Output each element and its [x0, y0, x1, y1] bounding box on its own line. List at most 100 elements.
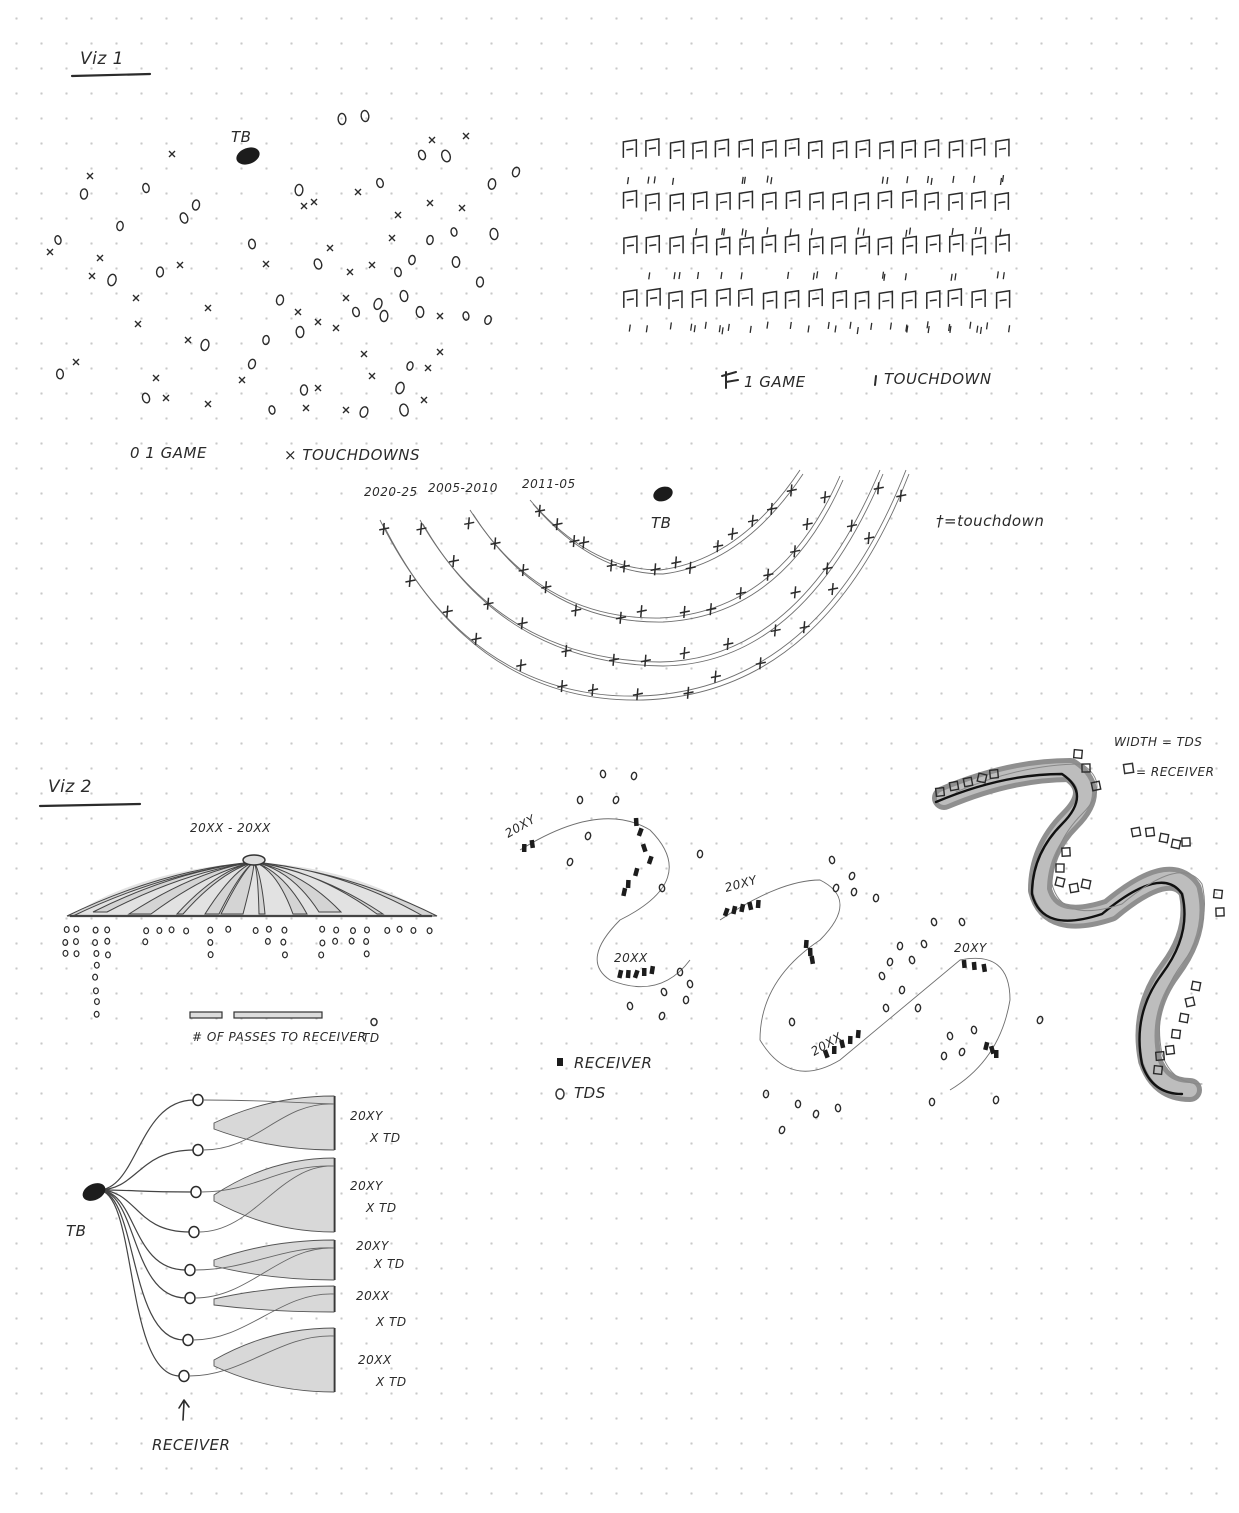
- touchdown-cross: [354, 188, 362, 196]
- touchdown-cross: [368, 261, 376, 269]
- receiver-tick: [640, 843, 648, 853]
- pass-band: [253, 861, 308, 915]
- touchdown-tick: [690, 323, 693, 331]
- td-dot: [92, 926, 99, 934]
- touchdown-plus: [650, 563, 661, 576]
- game-box: [646, 287, 661, 307]
- receiver-tick: [617, 969, 624, 979]
- receiver-mark-icon: [557, 1058, 563, 1066]
- receiver-square: [1068, 882, 1080, 894]
- game-circle: [275, 294, 285, 306]
- game-circle: [928, 1097, 936, 1107]
- grid-legend-td: TOUCHDOWN: [884, 370, 992, 388]
- era-arc: [419, 469, 881, 663]
- season-flow: [213, 1285, 335, 1313]
- td-dot: [93, 998, 100, 1006]
- td-dot: [207, 951, 214, 959]
- game-circle: [359, 406, 369, 418]
- touchdown-plus: [571, 604, 582, 617]
- touchdown-tick: [696, 271, 700, 280]
- game-box: [738, 190, 754, 210]
- touchdown-tick: [951, 227, 954, 235]
- touchdown-tick: [883, 273, 886, 281]
- td-dot: [396, 925, 403, 933]
- touchdown-plus: [640, 654, 652, 667]
- game-box: [715, 236, 731, 256]
- game-circle: [908, 955, 916, 965]
- game-circle: [426, 234, 434, 246]
- era-arc-shadow: [472, 479, 844, 623]
- era-arc: [469, 475, 841, 619]
- receiver-tick: [521, 843, 527, 853]
- game-circle: [373, 297, 383, 311]
- game-box: [692, 235, 708, 255]
- game-circle: [794, 1099, 802, 1109]
- td-dot: [62, 939, 69, 947]
- touchdown-tick: [906, 325, 909, 333]
- era-arc: [529, 469, 801, 571]
- receiver-tick: [961, 959, 967, 969]
- td-dot: [384, 926, 391, 934]
- game-circle: [116, 220, 124, 232]
- touchdown-tick: [834, 325, 837, 333]
- touchdown-plus: [464, 517, 475, 530]
- passes-bar-large-icon: [233, 1011, 323, 1019]
- game-circle: [79, 188, 89, 200]
- touchdown-tick: [1007, 325, 1011, 333]
- receiver-tick: [621, 887, 628, 897]
- game-circle: [958, 917, 966, 927]
- receiver-square: [1184, 996, 1196, 1008]
- game-box: [669, 235, 684, 255]
- game-circle: [475, 276, 485, 288]
- touchdown-plus: [471, 632, 482, 645]
- touchdown-plus: [561, 644, 572, 658]
- touchdown-plus: [766, 502, 778, 515]
- td-dot: [73, 925, 80, 933]
- pass-band: [220, 861, 255, 915]
- game-box: [901, 139, 917, 159]
- game-box: [762, 191, 777, 211]
- td-dot: [333, 926, 340, 934]
- touchdown-cross: [342, 406, 350, 414]
- receiver-tick: [649, 965, 656, 975]
- receiver-arrow-icon: [178, 1399, 190, 1421]
- pass-band: [253, 861, 266, 915]
- td-dot: [363, 938, 370, 946]
- game-box: [994, 192, 1010, 211]
- receiver-flow-line: [202, 1103, 335, 1151]
- touchdown-tick: [669, 322, 672, 330]
- td-dot: [93, 1010, 100, 1018]
- touchdown-plus: [679, 647, 690, 660]
- tree-group-3-tds: X TD: [373, 1257, 405, 1271]
- touchdown-plus: [448, 554, 460, 568]
- touchdown-plus: [483, 597, 494, 610]
- td-dot: [104, 937, 111, 945]
- receiver-square: [1061, 847, 1071, 857]
- game-circle: [395, 381, 405, 395]
- game-box: [716, 287, 731, 307]
- tree-group-3-season: 20XY: [356, 1239, 390, 1253]
- scatter-legend-td: × TOUCHDOWNS: [284, 446, 420, 464]
- touchdown-tick: [789, 321, 792, 330]
- receiver-node: [192, 1143, 204, 1157]
- passes-bar-small-icon: [189, 1011, 223, 1019]
- game-box: [948, 192, 963, 211]
- td-dot: [332, 937, 339, 945]
- game-circle: [930, 917, 938, 927]
- loop-marks: [519, 769, 1044, 1135]
- td-dot: [281, 951, 288, 959]
- game-circle: [294, 183, 304, 197]
- receiver-flow-line: [194, 1247, 335, 1299]
- game-circle: [682, 995, 690, 1005]
- receiver-square: [1152, 1064, 1164, 1076]
- touchdown-tick: [720, 271, 723, 280]
- touchdown-tick: [695, 228, 698, 236]
- touchdown-cross: [184, 336, 192, 344]
- viz1-arc-chart: TB 2020-25 2005-2010 2011-05 †=touchdown: [364, 469, 1044, 701]
- touchdown-tick: [905, 229, 908, 237]
- game-box: [784, 289, 800, 309]
- receiver-square: [1072, 748, 1084, 760]
- touchdown-cross: [426, 199, 434, 207]
- touchdown-tick: [741, 176, 744, 184]
- season-flow: [213, 1327, 335, 1393]
